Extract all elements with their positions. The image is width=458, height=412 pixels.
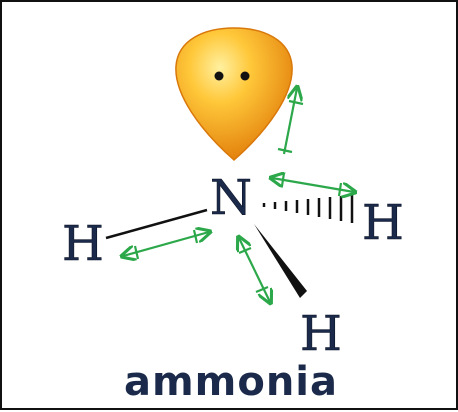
lone-pair-orbital xyxy=(175,27,293,162)
atom-h-right: H xyxy=(362,195,404,251)
lone-pair-electron xyxy=(240,71,250,81)
atom-h-bottom: H xyxy=(300,306,342,362)
atom-n-central: N xyxy=(210,170,252,226)
angle-arrow-left xyxy=(123,230,209,259)
bond-right-h-hashed xyxy=(262,195,354,223)
molecule-caption: ammonia xyxy=(123,359,338,405)
angle-arrow-lonepair xyxy=(277,88,303,155)
lone-pair-electron xyxy=(214,71,224,81)
atom-h-left: H xyxy=(62,216,104,272)
angle-arrow-right xyxy=(272,173,354,196)
angle-arrow-bottom xyxy=(239,238,270,302)
bond-left-h xyxy=(105,208,208,240)
